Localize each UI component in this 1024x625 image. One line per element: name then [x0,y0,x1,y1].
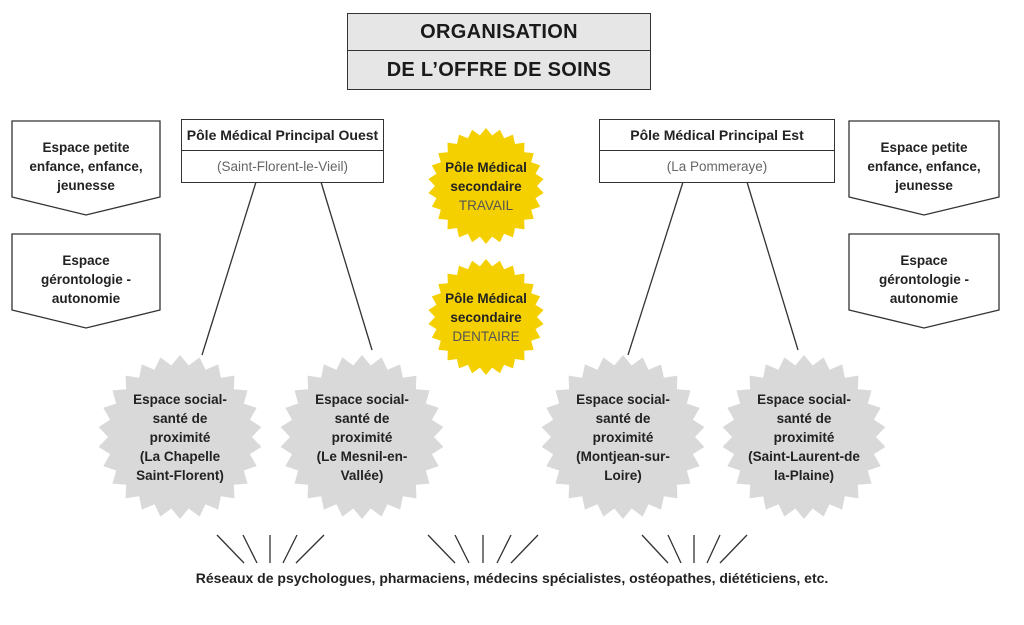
proximite-mesnil-badge [280,355,444,519]
espace-geronto-right: Espace gérontologie - autonomie [849,240,999,318]
espace-proximite-mesnil: Espace social- santé de proximité (Le Me… [292,362,432,512]
ray-line [510,534,539,564]
pole-secondaire-travail: Pôle Médical secondaire TRAVAIL [428,132,544,240]
ray-line [496,534,512,564]
pole-ouest-place: (Saint-Florent-le-Vieil) [216,159,349,174]
ray-line [454,534,470,564]
text-line: Loire) [604,467,642,483]
footer-reseaux: Réseaux de psychologues, pharmaciens, mé… [195,570,829,586]
text-line: Espace petite [880,139,968,155]
pole-principal-ouest: Pôle Médical Principal Ouest (Saint-Flor… [181,119,384,183]
text-line: jeunesse [895,177,953,193]
text-line: Saint-Florent) [136,467,224,483]
espace-proximite-saint-laurent: Espace social- santé de proximité (Saint… [734,362,874,512]
ray-line [667,534,682,564]
title-line-2: DE L’OFFRE DE SOINS [347,50,651,90]
ray-line [242,534,258,564]
pole-ouest-name: Pôle Médical Principal Ouest [182,120,383,151]
text-line: Pôle Médical [445,159,527,175]
text-line: (Le Mesnil-en- [316,448,408,464]
pentagon-shape [11,233,161,329]
text-line: (La Chapelle [139,448,221,464]
pole-principal-est: Pôle Médical Principal Est (La Pommeraye… [599,119,835,183]
text-line: Espace [62,252,110,268]
text-line: Espace petite [42,139,130,155]
text-line: Espace social- [315,391,409,407]
espace-enfance-left: Espace petite enfance, enfance, jeunesse [12,127,160,205]
text-line: proximité [331,429,393,445]
text-line: proximité [773,429,835,445]
ray-line [295,534,325,564]
proximite-montjean-badge [541,355,705,519]
pole-est-name: Pôle Médical Principal Est [600,120,834,151]
text-line: santé de [334,410,390,426]
espace-geronto-left: Espace gérontologie - autonomie [12,240,160,318]
text-line: Vallée) [340,467,384,483]
text-line: (Saint-Laurent-de [748,448,860,464]
ray-line [427,534,456,564]
pole-travail-label: TRAVAIL [458,197,514,213]
pole-secondaire-dentaire: Pôle Médical secondaire DENTAIRE [428,263,544,371]
ray-line [216,534,245,564]
ray-line [706,534,721,564]
espace-proximite-montjean: Espace social- santé de proximité (Montj… [553,362,693,512]
espace-proximite-chapelle: Espace social- santé de proximité (La Ch… [110,362,250,512]
pole-dentaire-badge [428,259,544,375]
pentagon-shape [848,120,1000,216]
text-line: secondaire [450,178,522,194]
text-line: jeunesse [57,177,115,193]
connector-line [627,181,684,356]
text-line: proximité [592,429,654,445]
text-line: autonomie [889,290,959,306]
text-line: (Montjean-sur- [576,448,670,464]
text-line: gérontologie - [879,271,969,287]
pentagon-shape [848,233,1000,329]
text-line: enfance, enfance, [29,158,143,174]
title-line-1: ORGANISATION [347,13,651,52]
pole-est-place: (La Pommeraye) [666,159,768,174]
text-line: santé de [152,410,208,426]
ray-line [719,534,748,564]
text-line: Espace social- [133,391,227,407]
text-line: secondaire [450,309,522,325]
ray-line [641,534,669,564]
connector-line [320,181,373,351]
text-line: Espace [900,252,948,268]
pole-dentaire-label: DENTAIRE [452,328,520,344]
text-line: enfance, enfance, [867,158,981,174]
text-line: santé de [776,410,832,426]
text-line: gérontologie - [41,271,131,287]
pentagon-shape [11,120,161,216]
proximite-chapelle-badge [98,355,262,519]
text-line: Espace social- [576,391,670,407]
text-line: proximité [149,429,211,445]
text-line: autonomie [51,290,121,306]
text-line: la-Plaine) [773,467,835,483]
text-line: Pôle Médical [445,290,527,306]
text-line: santé de [595,410,651,426]
pole-travail-badge [428,128,544,244]
connector-line [201,181,257,356]
ray-line [282,534,298,564]
connector-line [746,181,799,351]
proximite-saint-laurent-badge [722,355,886,519]
text-line: Espace social- [757,391,851,407]
espace-enfance-right: Espace petite enfance, enfance, jeunesse [849,127,999,205]
